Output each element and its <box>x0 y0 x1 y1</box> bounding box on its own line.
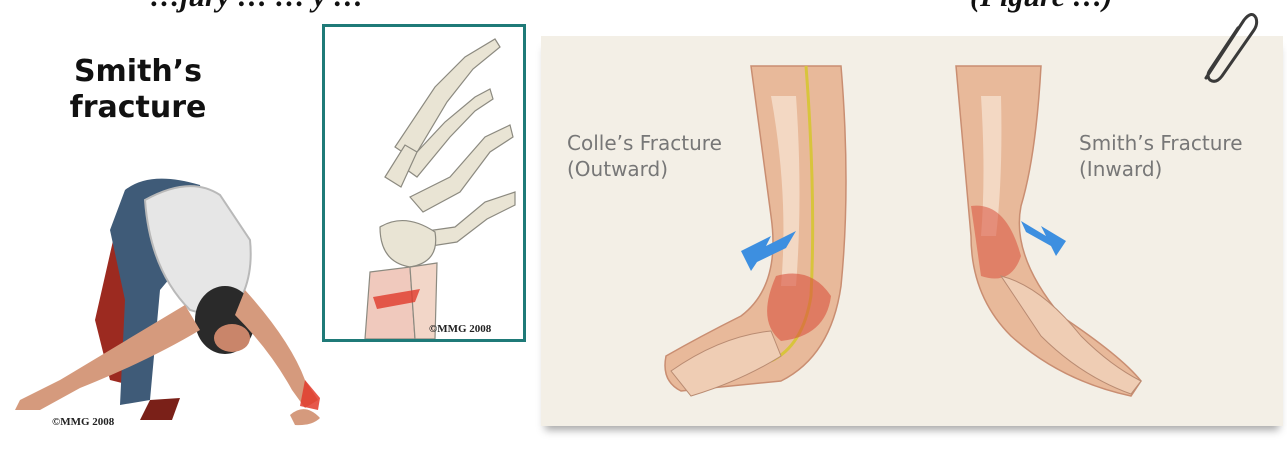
title-line-1: Smith’s <box>38 54 238 90</box>
title-line-2: fracture <box>38 90 238 126</box>
caption-fragment-left: …jury … … y … <box>150 0 363 14</box>
smith-fracture-label: Smith’s Fracture (Inward) <box>1079 130 1243 182</box>
wrist-illustrations <box>541 36 1283 426</box>
arrow-inward-icon <box>1021 221 1066 256</box>
smiths-fracture-title: Smith’s fracture <box>38 54 238 126</box>
colles-fracture-label: Colle’s Fracture (Outward) <box>567 130 722 182</box>
colles-label-line-1: Colle’s Fracture <box>567 130 722 156</box>
hand-bones-illustration <box>325 27 523 339</box>
top-caption: …jury … … y … (Figure …) <box>0 0 1287 20</box>
left-panel: Smith’s fracture ©MMG 2008 <box>0 30 320 446</box>
paperclip-icon <box>1196 6 1260 86</box>
smith-label-line-1: Smith’s Fracture <box>1079 130 1243 156</box>
middle-copyright: ©MMG 2008 <box>429 323 491 335</box>
caption-fragment-right: (Figure …) <box>970 0 1113 14</box>
left-copyright: ©MMG 2008 <box>52 416 114 428</box>
smith-label-line-2: (Inward) <box>1079 156 1243 182</box>
colles-label-line-2: (Outward) <box>567 156 722 182</box>
falling-person-illustration <box>0 170 340 450</box>
xray-hand-panel: ©MMG 2008 <box>322 24 526 342</box>
fracture-comparison-panel: Colle’s Fracture (Outward) Smith’s Fract… <box>541 36 1283 426</box>
